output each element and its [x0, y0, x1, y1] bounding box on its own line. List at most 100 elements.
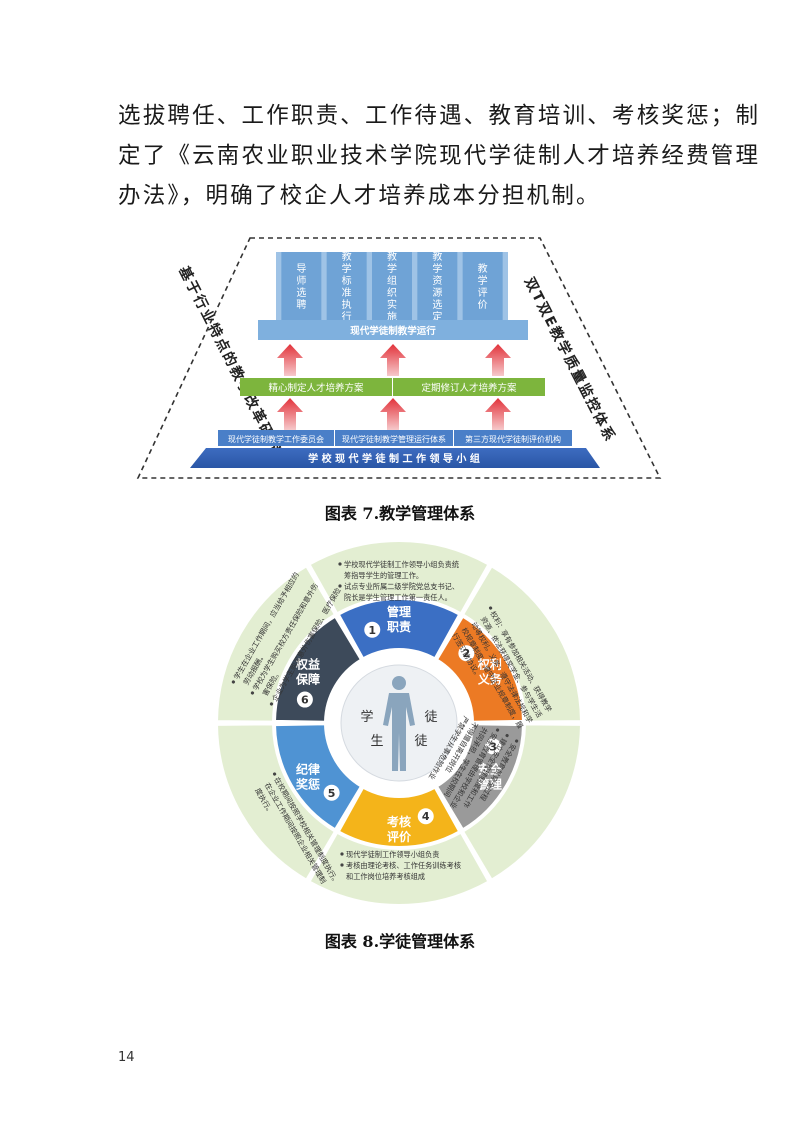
- up-arrows-upper: [277, 344, 511, 376]
- human-figure-icon: [383, 676, 415, 771]
- bullet-dot: [338, 562, 342, 566]
- plan-right-label: 定期修订人才培养方案: [421, 382, 517, 394]
- page-number: 14: [118, 1050, 135, 1065]
- top-box-label-char: 学: [387, 262, 397, 275]
- segment-number: 1: [368, 624, 376, 637]
- segment-number-badge: [323, 784, 340, 801]
- segment-number-badge: [485, 738, 502, 755]
- top-box-label-char: 教: [432, 250, 442, 263]
- center-char: 徒: [414, 734, 427, 749]
- top-box-label-char: 聘: [296, 298, 306, 311]
- segment-5: [274, 723, 363, 831]
- top-box-label-char: 师: [296, 274, 306, 287]
- segment-label: 纪律: [296, 762, 320, 777]
- right-side-label: 双T双E教学质量监控体系: [521, 275, 619, 446]
- segment-label: 保障: [295, 672, 320, 687]
- segment-number: 4: [422, 810, 430, 823]
- up-arrow: [277, 344, 303, 376]
- segment-label: 考核: [387, 814, 411, 829]
- bullet-dot: [488, 606, 493, 610]
- top-box-label-char: 定: [432, 310, 442, 323]
- top-box-label-char: 行: [342, 310, 352, 323]
- bullet-dot: [495, 728, 500, 732]
- bullet-dot: [340, 852, 344, 856]
- figure8-caption: 图表 8.学徒管理体系: [324, 932, 476, 951]
- top-box-label-char: 源: [432, 286, 442, 299]
- body-paragraph: 选拔聘任、工作职责、工作待遇、教育培训、考核奖惩；制 定了《云南农业职业技术学院…: [118, 96, 758, 216]
- segment-label: 管理: [387, 604, 411, 619]
- top-box-label-char: 教: [387, 250, 397, 263]
- segment-label: 义务: [477, 672, 503, 687]
- figure7-teaching-management-diagram: 基于行业特点的教学改革研究 双T双E教学质量监控体系 导师选聘教学标准执行教学组…: [136, 237, 662, 479]
- outer-text-top: 学校现代学徒制工作领导小组负责统筹指导学生的管理工作。试点专业所属二级学院党总支…: [338, 560, 459, 602]
- top-box-label-char: 导: [296, 263, 306, 275]
- segment-label: 评价: [387, 830, 412, 844]
- top-box-label-char: 资: [432, 275, 442, 287]
- outer-text-line: 试点专业所属二级学院党总支书记、: [344, 582, 459, 591]
- top-box-label-char: 选: [432, 298, 442, 311]
- segment-number: 3: [489, 740, 497, 753]
- top-box-label-char: 学: [432, 262, 442, 275]
- level2-box-label: 现代学徒制教学工作委员会: [228, 434, 324, 444]
- outer-text-line: 院长是学生管理工作第一责任人。: [344, 593, 452, 602]
- top-box-label-char: 选: [296, 286, 306, 299]
- paragraph-line: 办法》，明确了校企人才培养成本分担机制。: [118, 183, 601, 209]
- top-box-label-char: 准: [342, 287, 352, 299]
- top-box: [417, 252, 458, 320]
- segment-label: 奖惩: [296, 777, 320, 792]
- segment-label: 安全: [478, 762, 503, 777]
- segment-label: 权利: [477, 657, 502, 672]
- bullet-dot: [250, 691, 255, 695]
- segment-3: [435, 723, 524, 831]
- bullet-dot: [338, 584, 342, 588]
- outer-text-line: 学校现代学徒制工作领导小组负责统: [344, 560, 459, 569]
- segment-1: [337, 598, 461, 660]
- up-arrows-lower: [277, 398, 511, 430]
- level2-box: [335, 430, 453, 446]
- segment-label: 管理: [478, 777, 502, 792]
- bullet-dot: [340, 863, 344, 867]
- segment-number-badge: [296, 691, 313, 708]
- operation-bar-label: 现代学徒制教学运行: [350, 325, 436, 337]
- segment-number-badge: [458, 645, 475, 662]
- segment-4: [337, 786, 461, 848]
- segment-label: 权益: [295, 657, 320, 672]
- segment-6: [274, 615, 363, 723]
- plan-bar-right: [393, 378, 545, 396]
- segment-label: 职责: [387, 619, 411, 634]
- right-side-label-group: 双T双E教学质量监控体系: [521, 275, 619, 446]
- top-box-label-char: 评: [478, 287, 488, 299]
- left-side-label-group: 基于行业特点的教学改革研究: [175, 263, 285, 456]
- up-arrow: [277, 398, 303, 430]
- bullet-dot: [231, 680, 236, 684]
- segment-number: 5: [328, 787, 336, 800]
- top-box-label-char: 学: [342, 262, 352, 275]
- left-side-label: 基于行业特点的教学改革研究: [175, 263, 285, 456]
- level2-box: [218, 430, 334, 446]
- top-box-label-char: 价: [478, 299, 488, 311]
- top-box: [281, 252, 322, 320]
- bullet-dot: [272, 772, 277, 776]
- outer-text-line: 和工作岗位培养考核组成: [346, 872, 425, 881]
- plan-bar-left: [240, 378, 392, 396]
- top-box: [462, 252, 503, 320]
- bullet-dot: [505, 733, 509, 738]
- top-box-label-char: 标: [342, 275, 352, 287]
- top-box-label-char: 学: [478, 274, 488, 287]
- top-box: [326, 252, 367, 320]
- up-arrow: [380, 344, 406, 376]
- up-arrow: [485, 344, 511, 376]
- top-box-label-char: 组: [387, 274, 397, 287]
- level2-boxes: 现代学徒制教学工作委员会 现代学徒制教学管理运行体系 第三方现代学徒制评价机构: [218, 430, 572, 446]
- figure8-apprentice-management-diagram: 管理职责1权利义务2安全管理3考核评价4纪律奖惩5权益保障6学徒生徒学校现代学徒…: [215, 540, 583, 906]
- outer-text-line: 考核由理论考核、工作任务训练考核: [346, 861, 461, 870]
- base-bar: [190, 448, 600, 468]
- up-arrow: [380, 398, 406, 430]
- top-box-label-char: 实: [387, 298, 397, 311]
- outer-text-line: 现代学徒制工作领导小组负责: [346, 850, 439, 859]
- dashed-trapezoid-frame: [136, 237, 662, 479]
- center-char: 生: [370, 734, 383, 749]
- level2-box-label: 第三方现代学徒制评价机构: [465, 434, 561, 444]
- level2-box-label: 现代学徒制教学管理运行体系: [342, 434, 446, 444]
- center-char: 徒: [424, 710, 437, 725]
